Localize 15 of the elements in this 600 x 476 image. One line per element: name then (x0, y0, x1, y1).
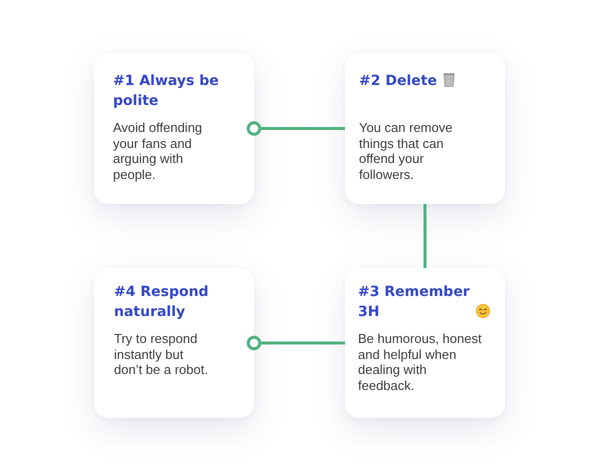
tip-description: Avoid offending your fans and arguing with people. (113, 120, 204, 182)
tip-description: You can remove things that can offend your followers. (359, 120, 454, 182)
connector-line (424, 204, 426, 268)
tip-heading: #2 Delete (359, 72, 438, 91)
tip-heading: #4 Respond naturally (114, 284, 209, 320)
tip-card (94, 53, 254, 204)
tip-heading: #1 Always be polite (113, 73, 219, 109)
connector-line (246, 121, 345, 136)
tip-card (345, 268, 505, 418)
tip-card (345, 53, 505, 204)
tip-description: Be humorous, honest and helpful when dealing with feedback. (358, 331, 483, 393)
tip-description: Try to respond instantly but don’t be a robot. (114, 331, 209, 378)
tip-card (94, 268, 254, 418)
tip-heading: #3 Remember 3H (358, 283, 471, 322)
connector-line (246, 336, 345, 350)
